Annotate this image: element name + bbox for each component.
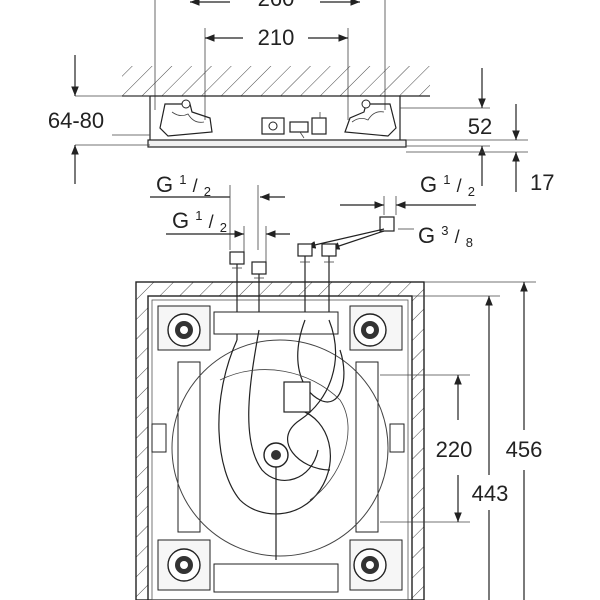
thread-lower-right-base: G: [418, 223, 435, 248]
thread-upper-right-base: G: [420, 172, 437, 197]
thread-upper-right: G 1 / 2: [340, 164, 476, 215]
side-view: 260 210: [48, 0, 554, 195]
body-height-label: 52: [468, 114, 492, 139]
thread-lower-right: G 3 / 8: [305, 215, 473, 250]
nozzle-unit-top-right: [349, 305, 403, 351]
spray-plate-outline: [171, 339, 389, 557]
dimension-ceiling-range: 64-80: [48, 55, 150, 184]
svg-text:G 3 /: G 3 / 8: [418, 215, 473, 250]
dimension-body-height: 52: [400, 68, 492, 186]
dimension-box-height-inner: 443: [412, 295, 509, 600]
thread-upper-left-den: 2: [204, 184, 211, 199]
inner-width-label: 210: [258, 25, 295, 50]
svg-text:G 1 /: G 1 / 2: [156, 164, 211, 199]
center-valve: [263, 381, 311, 560]
fitting-spacing-label: 220: [436, 437, 473, 462]
thread-upper-right-den: 2: [468, 184, 475, 199]
shower-body-side: [147, 96, 407, 148]
box-height-inner-label: 443: [472, 481, 509, 506]
top-width-label: 260: [258, 0, 295, 11]
thread-lower-right-num: 3: [441, 223, 448, 238]
nozzle-unit-bottom-left: [157, 539, 211, 591]
rail-left: [177, 361, 201, 533]
ceiling-hatch: [122, 66, 430, 96]
thread-lower-left-den: 2: [220, 220, 227, 235]
nozzle-unit-bottom-right: [349, 539, 403, 591]
rail-right: [355, 361, 379, 533]
thread-upper-left-num: 1: [179, 172, 186, 187]
thread-upper-left: G 1 / 2: [150, 164, 285, 250]
plate-height-label: 17: [530, 170, 554, 195]
thread-upper-left-base: G: [156, 172, 173, 197]
thread-lower-left: G 1 / 2: [166, 200, 290, 262]
thread-lower-left-num: 1: [195, 208, 202, 223]
thread-callouts: G 1 / 2 G 1 / 2 G: [150, 164, 476, 262]
hoses: [218, 319, 349, 515]
thread-lower-right-den: 8: [466, 235, 473, 250]
box-height-outer-label: 456: [506, 437, 543, 462]
top-manifold: [213, 311, 339, 335]
bottom-manifold: [213, 563, 339, 593]
svg-text:G 1 /: G 1 / 2: [420, 164, 475, 199]
ceiling-range-label: 64-80: [48, 108, 104, 133]
top-view: 220 443 456: [135, 243, 543, 600]
dimension-inner-width: 210: [204, 25, 349, 120]
dimension-fitting-spacing: 220: [380, 374, 473, 523]
dimension-box-height-outer: 456: [424, 281, 543, 600]
thread-upper-right-num: 1: [443, 172, 450, 187]
thread-lower-left-base: G: [172, 208, 189, 233]
dimension-plate-height: 17: [406, 104, 554, 195]
inlet-fittings: [229, 243, 337, 340]
svg-text:G 1 /: G 1 / 2: [172, 200, 227, 235]
nozzle-unit-top-left: [157, 305, 211, 351]
